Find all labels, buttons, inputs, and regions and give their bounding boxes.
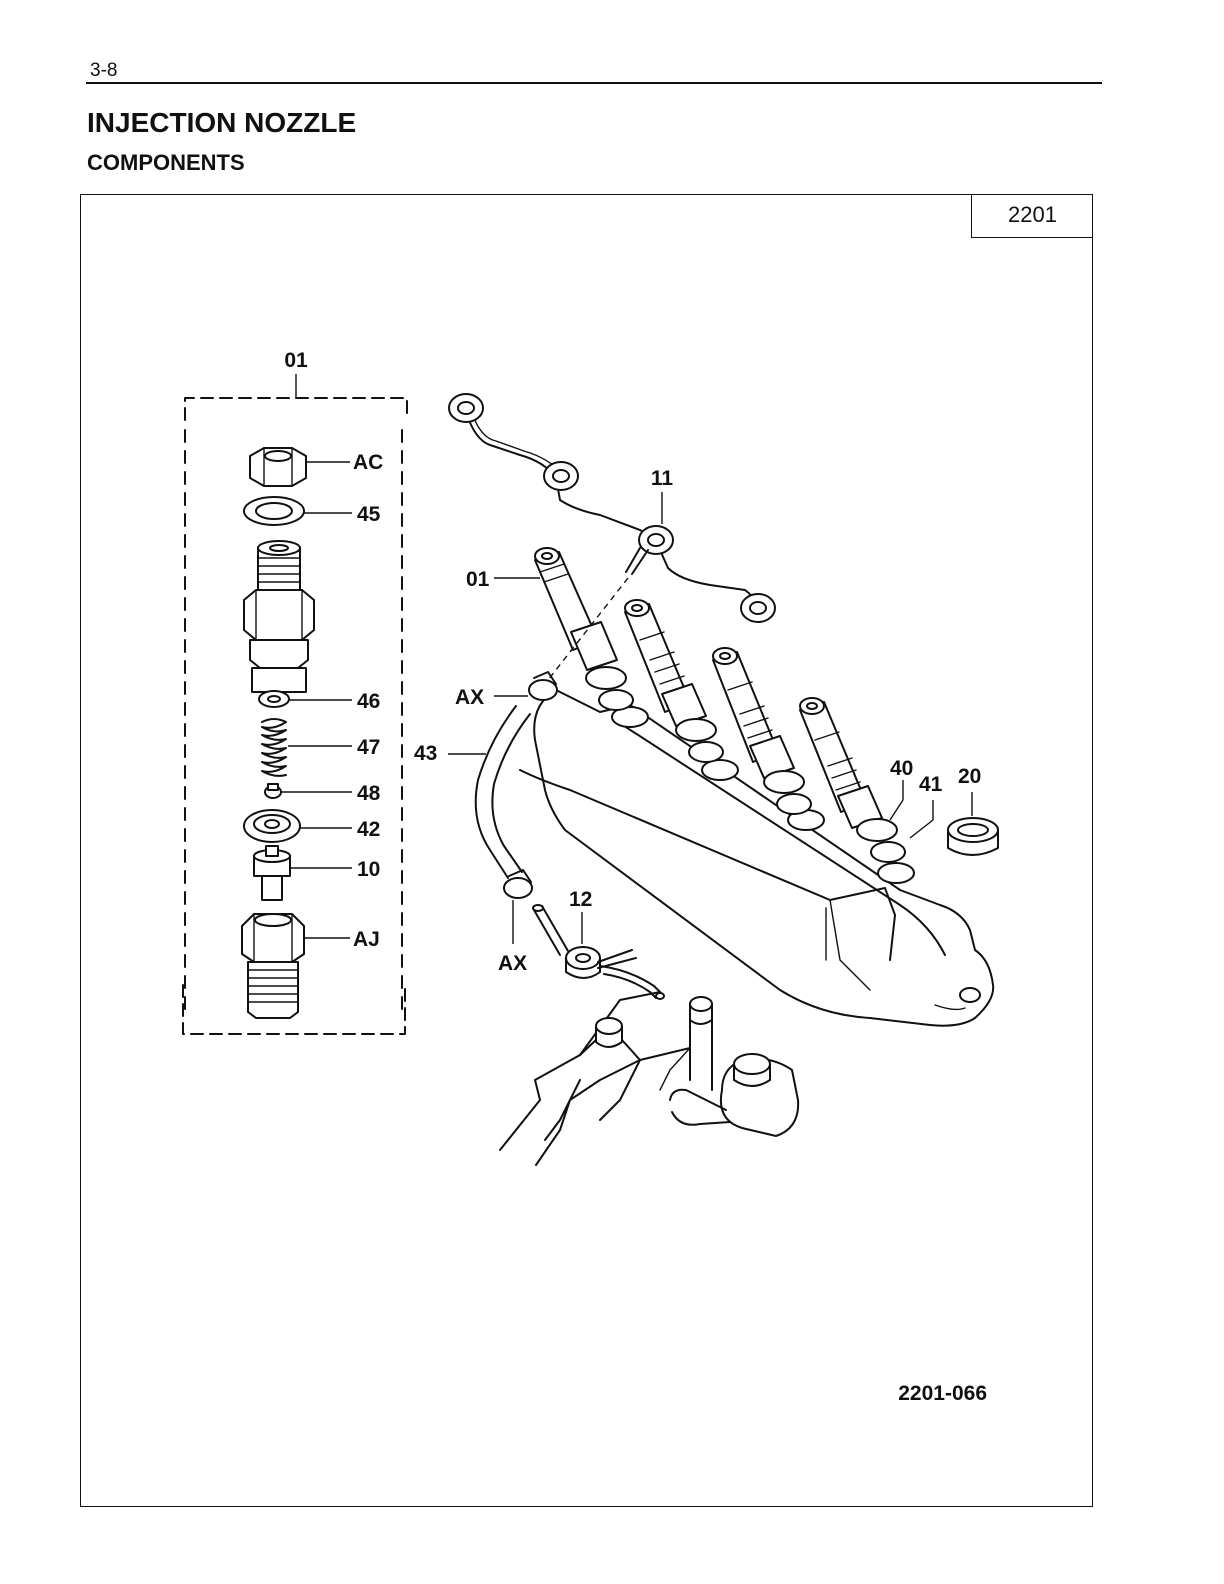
injection-pump (500, 992, 798, 1165)
hose-clip-ax-top (494, 672, 557, 700)
nozzle-tip-10 (254, 846, 352, 900)
label-20: 20 (958, 765, 981, 788)
label-41: 41 (919, 773, 943, 796)
label-aj: AJ (353, 928, 380, 951)
label-46: 46 (357, 690, 380, 713)
pressure-pin-48 (265, 784, 352, 798)
label-ac: AC (353, 451, 383, 474)
label-40: 40 (890, 757, 913, 780)
installation-view (448, 394, 998, 1165)
nozzle-nut-ac (250, 448, 350, 486)
label-47: 47 (357, 736, 380, 759)
label-45: 45 (357, 503, 381, 526)
label-48: 48 (357, 782, 381, 805)
label-42: 42 (357, 818, 380, 841)
label-10: 10 (357, 858, 380, 881)
label-ax-bottom: AX (498, 952, 527, 975)
washer-45 (244, 497, 352, 525)
nozzle-holder-2 (625, 600, 723, 762)
nozzle-leakage-pipe-11 (449, 394, 775, 680)
label-11: 11 (651, 467, 674, 490)
nozzle-holder-4 (800, 698, 905, 862)
pressure-spring-47 (262, 719, 352, 776)
label-ax-top: AX (455, 686, 484, 709)
leakage-union-12 (533, 905, 664, 999)
figure-id: 2201-066 (898, 1382, 987, 1405)
retaining-nut-aj (242, 914, 350, 1018)
hose-clip-ax-bottom (504, 870, 532, 944)
label-01-assembly: 01 (284, 349, 308, 372)
nozzle-seat-20 (948, 792, 998, 855)
leakage-hose-43 (448, 706, 530, 878)
label-12: 12 (569, 888, 592, 911)
nozzle-holder-body (244, 541, 314, 692)
label-01-holder: 01 (466, 568, 490, 591)
adjusting-shim-46 (259, 691, 352, 707)
distance-piece-42 (244, 810, 352, 842)
nozzle-holder-3 (713, 648, 811, 814)
label-43: 43 (414, 742, 437, 765)
